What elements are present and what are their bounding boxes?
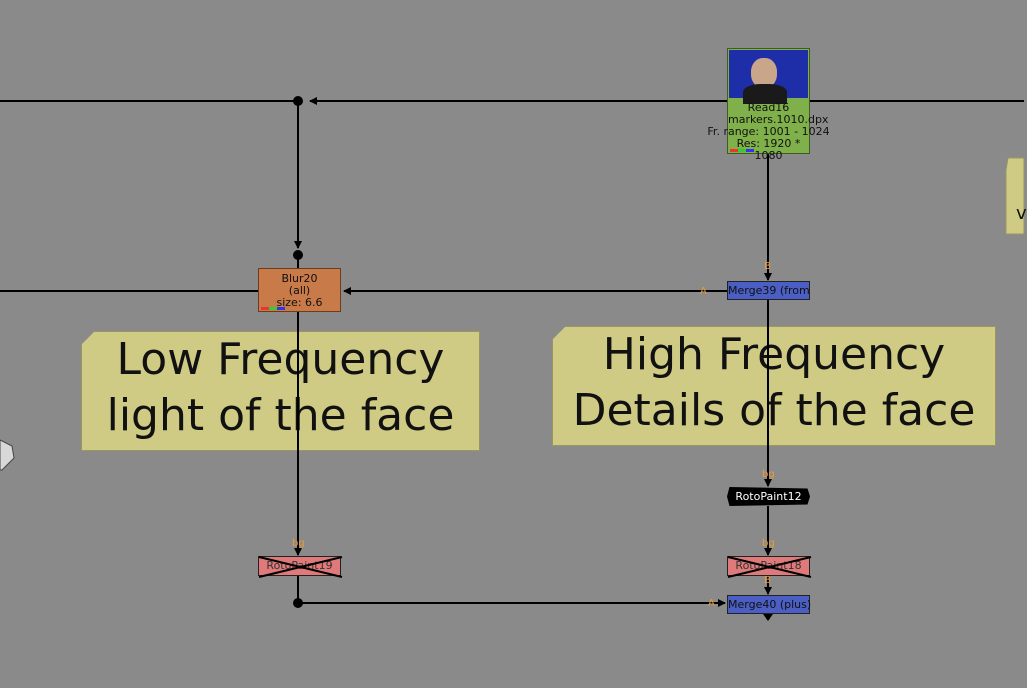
merge39-title: Merge39 (from (728, 284, 810, 297)
sticky-high-line2: Details of the face (572, 385, 976, 436)
disabled-cross-icon (258, 556, 343, 578)
dot-node-top (293, 96, 303, 106)
read16-thumbnail (729, 50, 808, 104)
merge40-title: Merge40 (plus) (728, 598, 812, 611)
sticky-low-line2: light of the face (106, 390, 455, 441)
rotopaint18-bg-label: bg (762, 538, 775, 549)
read16-file: markers.1010.dpx (728, 113, 829, 126)
read16-frame-range: Fr. range: 1001 - 1024 (707, 125, 830, 138)
blur20-node[interactable]: Blur20 (all) size: 6.6 (258, 268, 341, 312)
partial-sticky-text: v (1016, 203, 1027, 224)
sticky-note-high-frequency[interactable]: High Frequency Details of the face (552, 326, 996, 446)
merge39-bg-label: B (764, 261, 771, 272)
sticky-high-line1: High Frequency (602, 329, 946, 380)
merge40-b-label: B (764, 575, 771, 586)
rotopaint19-bg-label: bg (292, 538, 305, 549)
read16-node[interactable]: Read16 markers.1010.dpx Fr. range: 1001 … (707, 48, 830, 162)
blur20-size: size: 6.6 (276, 296, 323, 309)
read16-title: Read16 (747, 101, 790, 114)
read16-resolution: Res: 1920 * 1080 (736, 137, 801, 162)
sticky-low-line1: Low Frequency (116, 334, 445, 385)
rotopaint12-node[interactable]: RotoPaint12 (727, 487, 810, 506)
merge40-node[interactable]: Merge40 (plus) (727, 595, 812, 614)
rotopaint19-node[interactable]: RotoPaint19 (258, 556, 343, 578)
blur20-channels: (all) (288, 284, 311, 297)
sticky-note-low-frequency[interactable]: Low Frequency light of the face (81, 331, 480, 451)
dot-node-mid (293, 250, 303, 260)
merge40-a-label: A (708, 598, 715, 609)
rotopaint18-node[interactable]: RotoPaint18 (727, 556, 812, 578)
merge39-node[interactable]: Merge39 (from (727, 281, 810, 300)
rotopaint12-title: RotoPaint12 (735, 490, 802, 503)
offscreen-node-shape (0, 439, 15, 471)
merge39-a-label: A (700, 286, 707, 297)
blur20-title: Blur20 (281, 272, 318, 285)
rotopaint12-bg-label: bg (762, 469, 775, 480)
dot-node-bottom (293, 598, 303, 608)
disabled-cross-icon (727, 556, 812, 578)
